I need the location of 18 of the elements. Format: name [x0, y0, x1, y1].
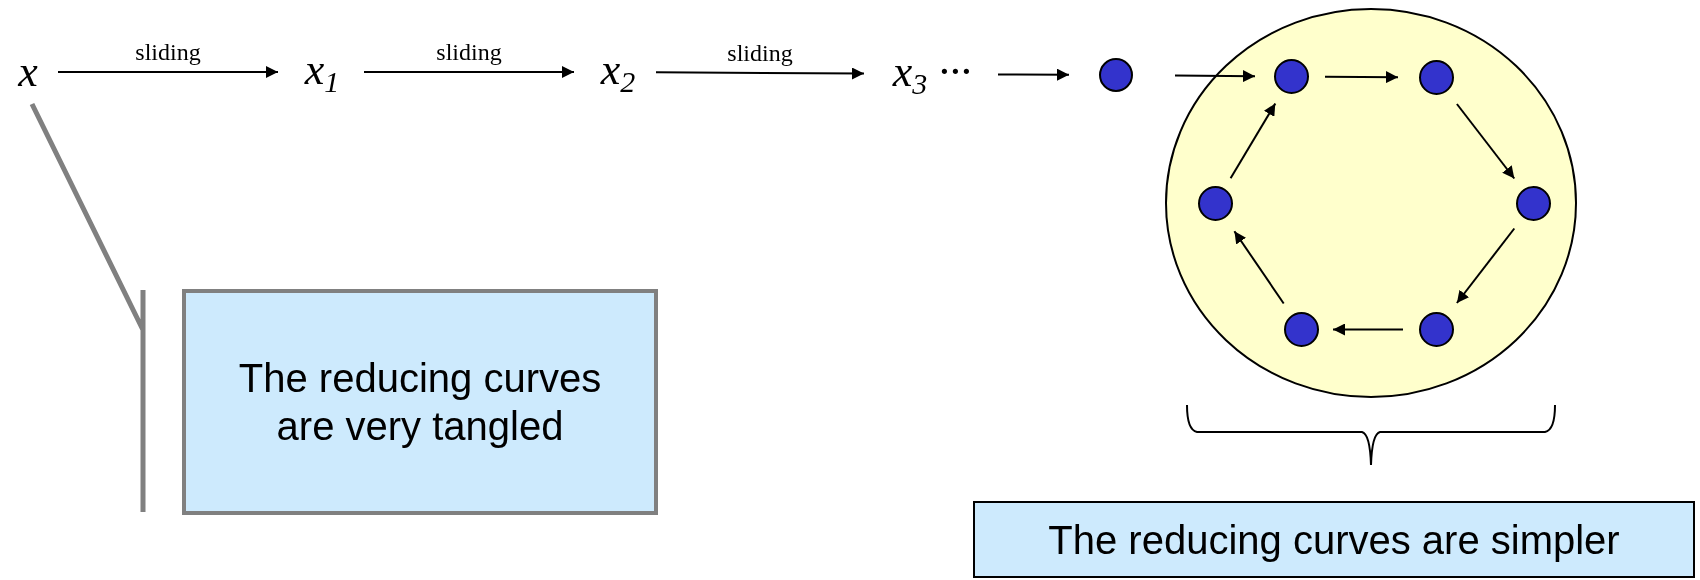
arrow: [1455, 227, 1516, 304]
arrow: [1233, 230, 1285, 305]
math-label: x$_{3}$ ···: [892, 49, 972, 99]
arrow: [997, 68, 1070, 81]
math-label: x$_{1}$: [304, 47, 340, 97]
arrow: [655, 67, 865, 80]
arrow: [1229, 102, 1277, 180]
math-label: x: [18, 50, 38, 94]
leader-line: [29, 101, 146, 515]
arrow: [57, 66, 279, 78]
arrow: [1174, 70, 1256, 83]
arrow: [1455, 103, 1516, 180]
math-label: x$_{2}$: [600, 47, 636, 97]
arrow: [1324, 71, 1399, 84]
arrow: [363, 66, 575, 78]
text-box: The reducing curves are simpler: [973, 501, 1695, 578]
text-box: The reducing curves are very tangled: [182, 289, 658, 515]
arrow: [1332, 323, 1404, 336]
